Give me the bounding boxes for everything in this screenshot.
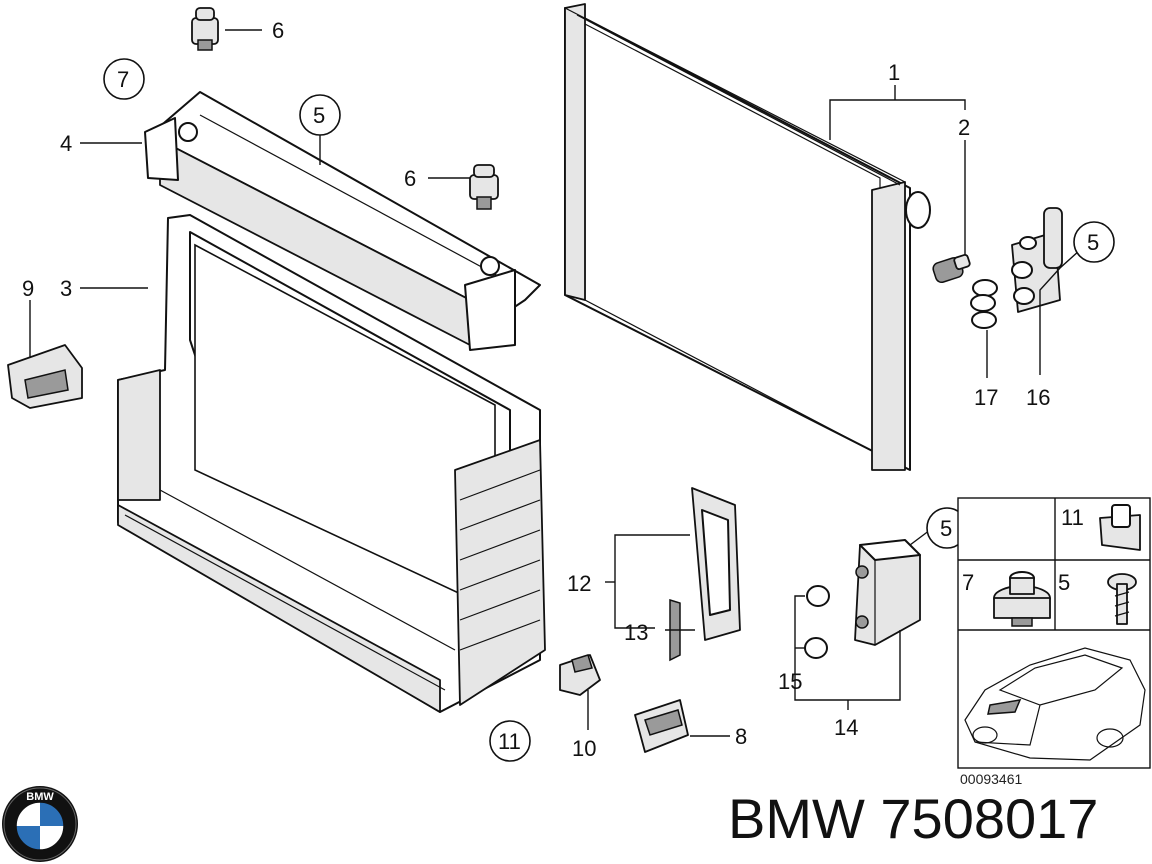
cover-8 bbox=[634, 699, 689, 753]
label-14: 14 bbox=[834, 715, 858, 740]
side-air-guide bbox=[669, 487, 741, 662]
o-rings-17 bbox=[970, 279, 998, 329]
legend-mount-icon bbox=[993, 571, 1051, 627]
legend-label-5: 5 bbox=[1058, 570, 1070, 595]
label-3: 3 bbox=[60, 276, 72, 301]
diagram-code: 00093461 bbox=[960, 771, 1023, 787]
legend-clip-icon bbox=[1099, 504, 1141, 551]
seals-15 bbox=[804, 585, 830, 659]
label-10: 10 bbox=[572, 736, 596, 761]
legend-label-7: 7 bbox=[962, 570, 974, 595]
label-7: 7 bbox=[117, 67, 129, 92]
label-6-top: 6 bbox=[272, 18, 284, 43]
label-5-top: 5 bbox=[313, 103, 325, 128]
part-number-labels: 6 7 5 4 6 9 3 1 2 5 17 16 5 12 13 15 14 … bbox=[22, 18, 1115, 762]
label-4: 4 bbox=[60, 131, 72, 156]
label-5-right: 5 bbox=[1087, 230, 1099, 255]
radiator-support-frame bbox=[117, 214, 546, 713]
label-1: 1 bbox=[888, 60, 900, 85]
page-title: BMW 7508017 bbox=[728, 787, 1099, 850]
upper-cross-member bbox=[144, 91, 541, 351]
legend-label-11: 11 bbox=[1061, 505, 1084, 530]
connector-housing bbox=[1011, 207, 1063, 313]
label-11: 11 bbox=[498, 729, 521, 754]
label-13: 13 bbox=[624, 620, 648, 645]
bmw-logo: BMW bbox=[2, 786, 78, 862]
rubber-mount-top bbox=[191, 7, 219, 51]
legend-screw-icon bbox=[1107, 573, 1137, 625]
clip-10 bbox=[559, 654, 601, 696]
radiator bbox=[564, 3, 931, 471]
logo-text: BMW bbox=[26, 791, 54, 803]
label-2: 2 bbox=[958, 115, 970, 140]
leader-lines bbox=[29, 29, 1081, 737]
drain-plug bbox=[932, 254, 971, 284]
label-8: 8 bbox=[735, 724, 747, 749]
oil-cooler bbox=[854, 539, 921, 646]
rubber-mount-middle bbox=[469, 164, 499, 210]
legend-box: 11 7 5 bbox=[957, 497, 1151, 769]
label-17: 17 bbox=[974, 385, 998, 410]
label-12: 12 bbox=[567, 571, 591, 596]
bracket-9 bbox=[7, 344, 83, 409]
label-5-lower: 5 bbox=[940, 516, 952, 541]
label-9: 9 bbox=[22, 276, 34, 301]
car-outline-icon bbox=[964, 647, 1146, 761]
label-16: 16 bbox=[1026, 385, 1050, 410]
label-6-middle: 6 bbox=[404, 166, 416, 191]
label-15: 15 bbox=[778, 669, 802, 694]
